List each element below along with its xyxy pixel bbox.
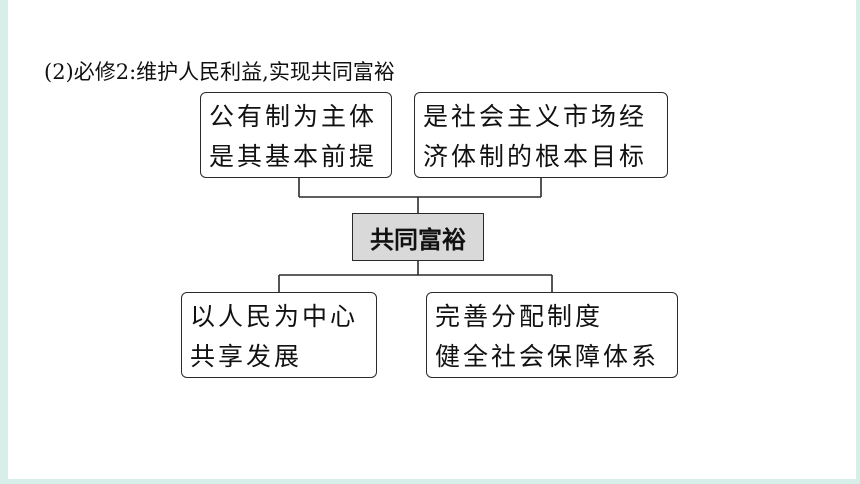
slide-frame-bottom (0, 479, 860, 484)
node-line: 公有制为主体 (209, 102, 378, 131)
node-people-centered: 以人民为中心 共享发展 (181, 292, 377, 378)
node-line: 济体制的根本目标 (423, 142, 648, 171)
node-line: 完善分配制度 (435, 302, 604, 331)
node-line: 是社会主义市场经 (423, 102, 648, 131)
slide-frame-right (856, 0, 860, 484)
node-distribution-security: 完善分配制度 健全社会保障体系 (426, 292, 678, 378)
node-common-prosperity: 共同富裕 (352, 213, 484, 261)
node-line: 健全社会保障体系 (435, 342, 660, 371)
node-market-economy-goal: 是社会主义市场经 济体制的根本目标 (414, 92, 668, 178)
node-line: 以人民为中心 (190, 302, 359, 331)
section-heading: (2)必修2:维护人民利益,实现共同富裕 (44, 60, 395, 84)
node-line: 是其基本前提 (209, 142, 378, 171)
node-line: 共享发展 (190, 342, 303, 371)
slide-frame-left (0, 0, 8, 484)
node-public-ownership: 公有制为主体 是其基本前提 (200, 92, 392, 178)
